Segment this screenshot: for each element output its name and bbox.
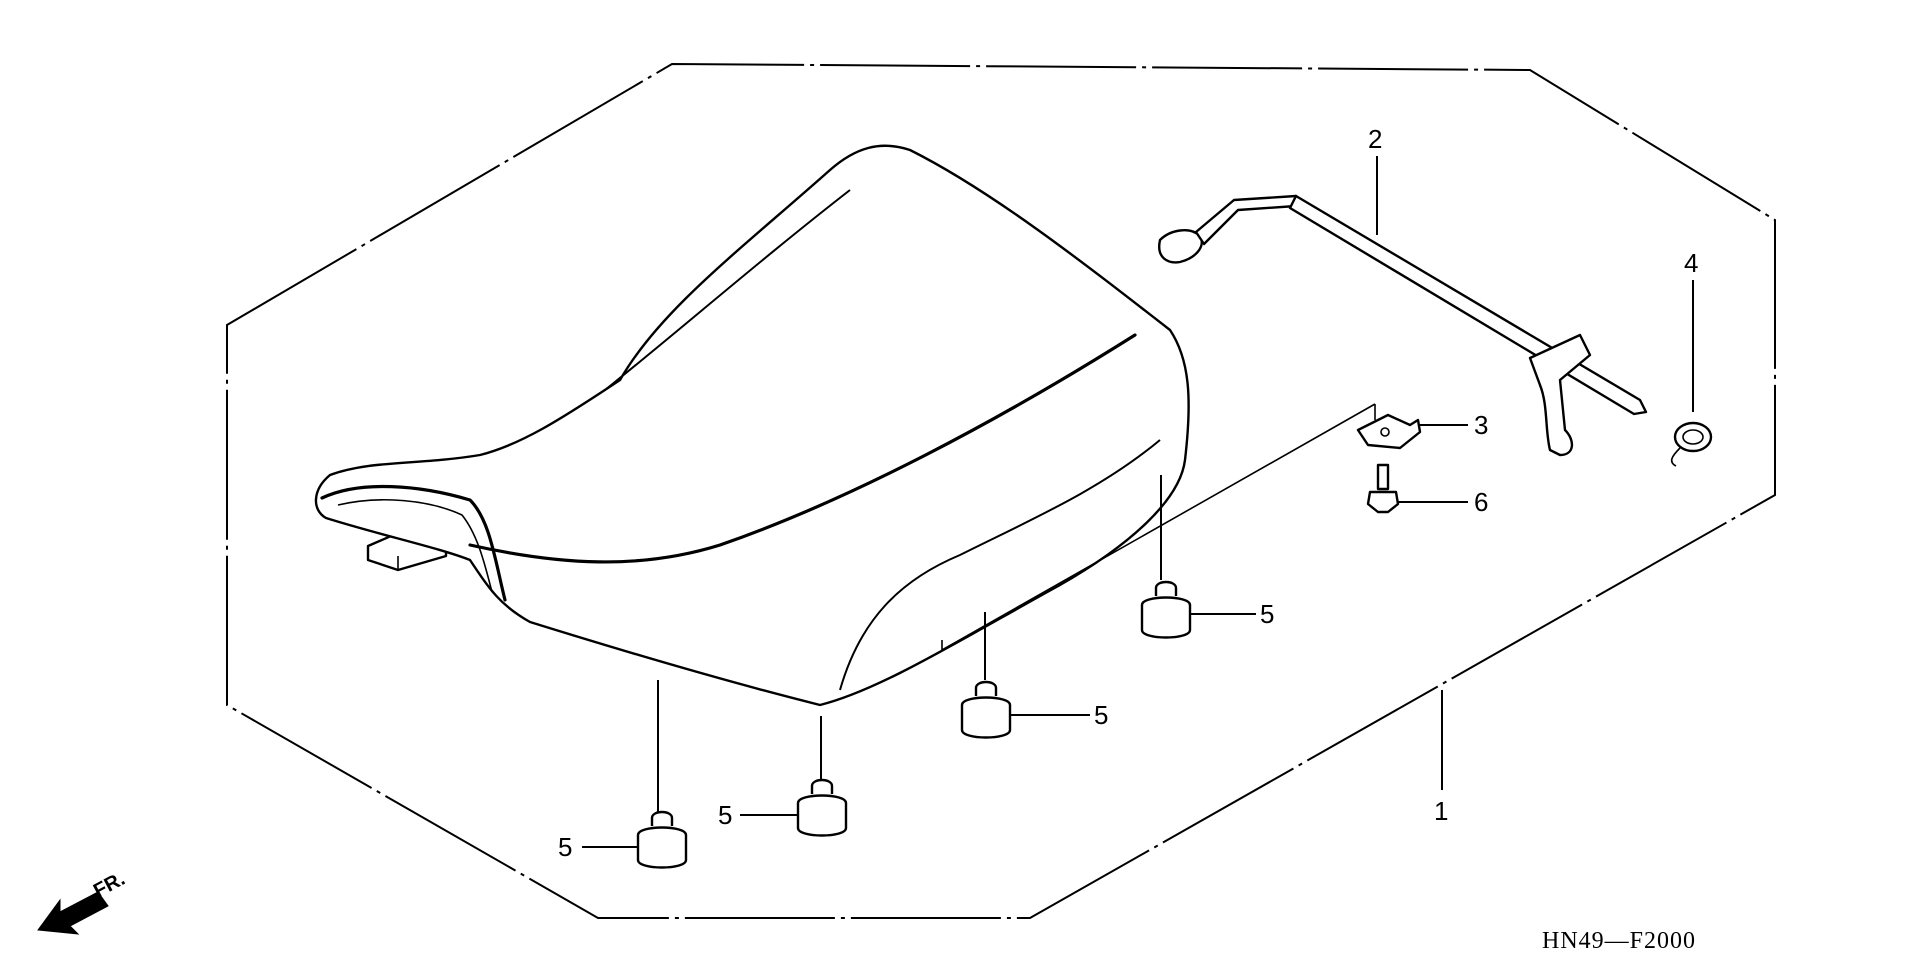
grommet-2-body: [960, 696, 1012, 739]
callout-5a: 5: [1260, 599, 1274, 629]
rod-latch-plate: [1528, 333, 1592, 457]
callout-5b: 5: [1094, 700, 1108, 730]
grommet-4-body: [636, 826, 688, 869]
mount-guide: [941, 403, 1376, 652]
flange-bolt-icon[interactable]: [1366, 463, 1400, 514]
callout-4: 4: [1684, 248, 1698, 278]
callout-1: 1: [1434, 796, 1448, 826]
coil-spring-icon[interactable]: [1670, 421, 1713, 467]
bolt-shank: [1376, 463, 1390, 491]
bracket-clip[interactable]: [1356, 413, 1422, 450]
seat-assembly[interactable]: [314, 144, 1190, 707]
seat-side-crease: [839, 439, 1161, 691]
spring-tail: [1670, 447, 1681, 467]
callout-5d: 5: [558, 832, 572, 862]
assembly-boundary: [226, 62, 1776, 919]
clip-hole: [1380, 427, 1390, 437]
grommet-1-body: [1140, 596, 1192, 639]
rod-upper: [1194, 194, 1298, 246]
rod-knob: [1158, 229, 1203, 264]
rod-shaft: [1288, 194, 1648, 416]
arrow-front-left-icon: FR.: [37, 868, 129, 935]
callout-6: 6: [1474, 487, 1488, 517]
spring-body: [1673, 421, 1713, 453]
seat-crease-ridge: [604, 189, 851, 391]
seat-front-lip: [320, 484, 507, 602]
rubber-grommet-icon-3[interactable]: [796, 778, 848, 837]
rubber-grommet-icon-1[interactable]: [1140, 580, 1192, 639]
seat-crease-front: [468, 333, 1137, 564]
seat-front-lip-inner: [337, 499, 493, 593]
callout-3: 3: [1474, 410, 1488, 440]
fr-arrow-shape: [37, 891, 109, 935]
grommet-2-top: [974, 680, 998, 696]
grommet-3-top: [810, 778, 834, 794]
rubber-grommet-icon-4[interactable]: [636, 810, 688, 869]
seat-body: [314, 144, 1190, 707]
spring-inner: [1682, 429, 1704, 445]
grommet-1-top: [1154, 580, 1178, 596]
grommet-4-top: [650, 810, 674, 826]
drawing-code: HN49—F2000: [1542, 928, 1696, 954]
callout-5c: 5: [718, 800, 732, 830]
grommet-3-body: [796, 794, 848, 837]
seat-lock-rod[interactable]: [1158, 194, 1648, 457]
callout-2: 2: [1368, 124, 1382, 154]
rubber-grommet-icon-2[interactable]: [960, 680, 1012, 739]
bolt-head: [1366, 490, 1400, 514]
